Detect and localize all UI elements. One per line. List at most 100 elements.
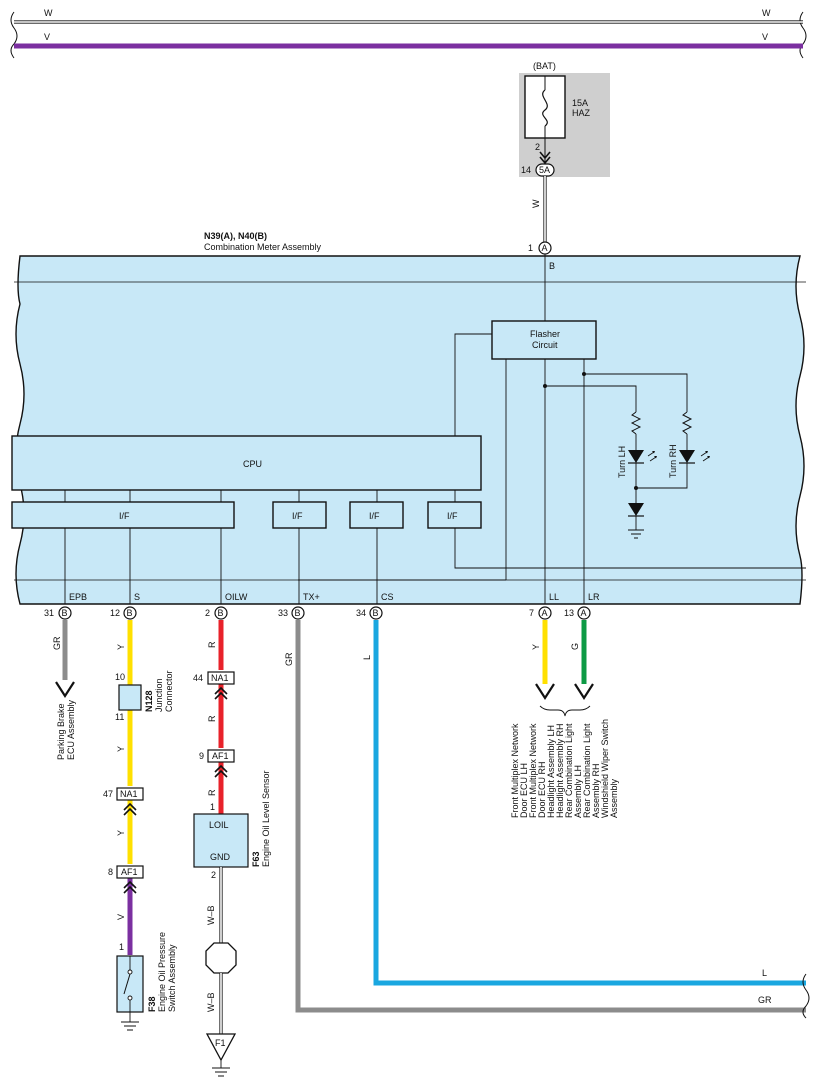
switch-icon bbox=[123, 973, 131, 995]
oil-sensor-pin-bot: 2 bbox=[211, 870, 216, 880]
fuse-to-meter-wire: W bbox=[531, 176, 547, 242]
meter-ground-icon bbox=[628, 529, 644, 539]
term-conn-1: B bbox=[127, 608, 133, 618]
term-conn-3: B bbox=[295, 608, 301, 618]
meter-in-conn: A bbox=[542, 243, 548, 253]
junction-pin-out: 11 bbox=[115, 712, 124, 722]
flasher-label-2: Circuit bbox=[532, 340, 558, 350]
r-chevron-1 bbox=[214, 686, 228, 700]
term-pin-0: 31 bbox=[44, 608, 54, 618]
led-lh-icon bbox=[628, 450, 644, 463]
dest-8: Rear Combination Light bbox=[582, 723, 592, 818]
dest-3: Door ECU RH bbox=[537, 761, 547, 818]
switch-ground-icon bbox=[121, 1021, 139, 1031]
cpu-label: CPU bbox=[243, 459, 262, 469]
r-connector-1 bbox=[207, 671, 235, 685]
junction-id: N128 bbox=[144, 690, 154, 712]
dest-4: Headlight Assembly LH bbox=[546, 725, 556, 818]
if-label-1: I/F bbox=[119, 511, 130, 521]
r-pin-1: 44 bbox=[193, 673, 203, 683]
fuse-block: (BAT) 15A HAZ 2 5A 14 bbox=[519, 61, 610, 177]
epb-arrow-icon bbox=[55, 681, 75, 699]
if-block-1 bbox=[11, 501, 235, 529]
junction-connector bbox=[118, 684, 142, 711]
led-rh-icon bbox=[679, 450, 695, 463]
oil-sensor-t2: GND bbox=[210, 852, 231, 862]
term-conn-6: A bbox=[581, 608, 587, 618]
s-pin-1: 47 bbox=[103, 789, 113, 799]
s-wire-2: V bbox=[116, 914, 126, 920]
sensor-wire-1: W–B bbox=[206, 905, 216, 925]
destination-brace bbox=[539, 705, 591, 717]
term-name-1: S bbox=[134, 592, 140, 602]
oil-switch-pin: 1 bbox=[119, 942, 124, 952]
terminal-badges: B 31 B 12 B 2 B 33 B 34 A 7 A 13 bbox=[44, 606, 591, 620]
lr-arrow-icon bbox=[574, 683, 594, 701]
ground-connector-icon bbox=[205, 1033, 237, 1062]
s-wire-label: Y bbox=[116, 644, 126, 650]
s-pin-2: 8 bbox=[108, 867, 113, 877]
oil-sensor-t1: LOIL bbox=[209, 820, 229, 830]
turn-rh-label: Turn RH bbox=[668, 444, 678, 478]
meter-name: Combination Meter Assembly bbox=[204, 242, 322, 252]
sensor-wire-2: W–B bbox=[206, 992, 216, 1012]
fuse-name: HAZ bbox=[572, 108, 591, 118]
r-conn-1: NA1 bbox=[211, 673, 229, 683]
wire-epb: GR Parking Brake ECU Assembly bbox=[52, 620, 76, 760]
junction-label-1: Junction bbox=[154, 678, 164, 712]
diode-icon bbox=[628, 503, 644, 516]
term-name-3: TX+ bbox=[303, 592, 320, 602]
tx-wire-label: GR bbox=[284, 652, 294, 666]
parking-label-2: ECU Assembly bbox=[66, 699, 76, 760]
top-bus: W W V V bbox=[10, 8, 807, 59]
fuse-source: (BAT) bbox=[533, 61, 556, 71]
fuse-rating: 15A bbox=[572, 98, 588, 108]
fuse-connector-id: 5A bbox=[539, 165, 550, 175]
fuse-wire-label: W bbox=[531, 199, 541, 208]
sensor-ground-icon bbox=[212, 1067, 230, 1077]
fuse-connector-pin: 14 bbox=[521, 165, 531, 175]
term-pin-2: 2 bbox=[205, 608, 210, 618]
w-label-right: W bbox=[762, 8, 771, 18]
junction-wire-out: Y bbox=[116, 746, 126, 752]
term-name-2: OILW bbox=[225, 592, 248, 602]
v-label-left: V bbox=[44, 32, 50, 42]
bottom-gr-label: GR bbox=[758, 995, 772, 1005]
dest-6: Rear Combination Light bbox=[564, 723, 574, 818]
oil-switch-label-1: Engine Oil Pressure bbox=[157, 932, 167, 1012]
wire-cs: L L bbox=[362, 620, 806, 986]
fuse-connector-chevron bbox=[539, 151, 551, 165]
s-wire-1: Y bbox=[116, 830, 126, 836]
junction-label-2: Connector bbox=[164, 670, 174, 712]
ground-conn-label: F1 bbox=[215, 1038, 226, 1048]
junction-pin-in: 10 bbox=[115, 672, 125, 682]
wire-s: Y 10 11 N128 Junction Connector Y NA1 47… bbox=[103, 620, 177, 1031]
s-conn-1: NA1 bbox=[120, 789, 138, 799]
fuse-icon bbox=[542, 89, 548, 127]
bottom-break-mark bbox=[802, 973, 810, 1019]
epb-wire-label: GR bbox=[52, 636, 62, 650]
dest-0: Front Multiplex Network bbox=[510, 723, 520, 818]
dest-2: Front Multiplex Network bbox=[528, 723, 538, 818]
dest-11: Assembly bbox=[609, 778, 619, 818]
s-conn-2: AF1 bbox=[121, 867, 138, 877]
ll-wire-label: Y bbox=[531, 644, 541, 650]
if-label-2: I/F bbox=[292, 511, 303, 521]
term-name-5: LL bbox=[549, 592, 559, 602]
bottom-l-label: L bbox=[762, 968, 767, 978]
flasher-label-1: Flasher bbox=[530, 329, 560, 339]
term-pin-1: 12 bbox=[110, 608, 120, 618]
fuse-pin: 2 bbox=[535, 142, 540, 152]
cs-wire-label: L bbox=[362, 655, 372, 660]
if-block-4 bbox=[427, 501, 482, 529]
s-connector-1 bbox=[116, 787, 144, 801]
term-name-6: LR bbox=[588, 592, 600, 602]
oil-level-sensor bbox=[193, 813, 249, 868]
term-name-4: CS bbox=[381, 592, 394, 602]
term-pin-6: 13 bbox=[564, 608, 574, 618]
s-chevron-2 bbox=[123, 880, 137, 894]
if-block-2 bbox=[272, 501, 327, 529]
r-wire-2: R bbox=[207, 789, 217, 796]
oil-sensor-pin-top: 1 bbox=[210, 802, 215, 812]
